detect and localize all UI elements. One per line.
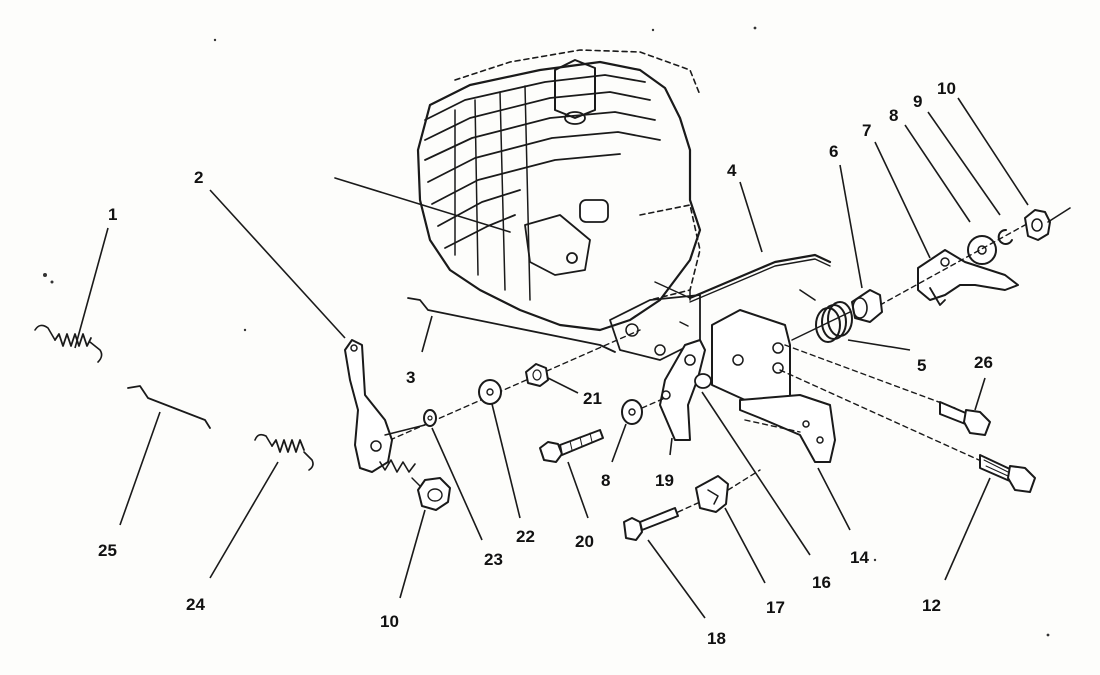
washer-23 [423, 409, 437, 427]
callout-4: 4 [727, 161, 737, 180]
callout-8-top: 8 [889, 106, 898, 125]
link-rod-3 [407, 297, 616, 353]
callout-labels: 1 2 3 4 5 6 7 8 9 10 10 12 14 16 17 18 1… [98, 79, 993, 648]
callout-10-top: 10 [937, 79, 956, 98]
nut-10 [411, 477, 451, 511]
callout-24: 24 [186, 595, 205, 614]
bolt-12 [979, 454, 1036, 493]
callout-23: 23 [484, 550, 503, 569]
nut-21 [525, 363, 549, 387]
callout-22: 22 [516, 527, 535, 546]
leader-lines [74, 97, 1029, 619]
callout-3: 3 [406, 368, 415, 387]
rod-25 [127, 385, 211, 429]
engine-block [334, 49, 702, 361]
spring-24 [254, 433, 314, 471]
washer-22 [478, 379, 502, 405]
linkage-rod [654, 253, 832, 303]
callout-19: 19 [655, 471, 674, 490]
callout-1: 1 [108, 205, 117, 224]
callout-21: 21 [583, 389, 602, 408]
axis-12 [779, 369, 991, 466]
bolt-26 [939, 401, 991, 436]
callout-7: 7 [862, 121, 871, 140]
callout-6: 6 [829, 142, 838, 161]
callout-14: 14 [850, 548, 869, 567]
callout-9: 9 [913, 92, 922, 111]
callout-5: 5 [917, 356, 926, 375]
callout-26: 26 [974, 353, 993, 372]
bolt-20-washer-8 [539, 397, 666, 463]
callout-17: 17 [766, 598, 785, 617]
bolt-18-clip-17 [623, 469, 761, 541]
callout-2: 2 [194, 168, 203, 187]
callout-16: 16 [812, 573, 831, 592]
axis-26 [784, 344, 956, 409]
callout-10-bottom: 10 [380, 612, 399, 631]
callout-18: 18 [707, 629, 726, 648]
governor-bracket-assembly [659, 309, 836, 463]
governor-arm-stack [791, 207, 1071, 343]
callout-20: 20 [575, 532, 594, 551]
callout-12: 12 [922, 596, 941, 615]
spring-1 [34, 324, 103, 363]
governor-spring [799, 289, 853, 343]
callout-8-lower: 8 [601, 471, 610, 490]
control-lever [344, 339, 426, 473]
callout-25: 25 [98, 541, 117, 560]
